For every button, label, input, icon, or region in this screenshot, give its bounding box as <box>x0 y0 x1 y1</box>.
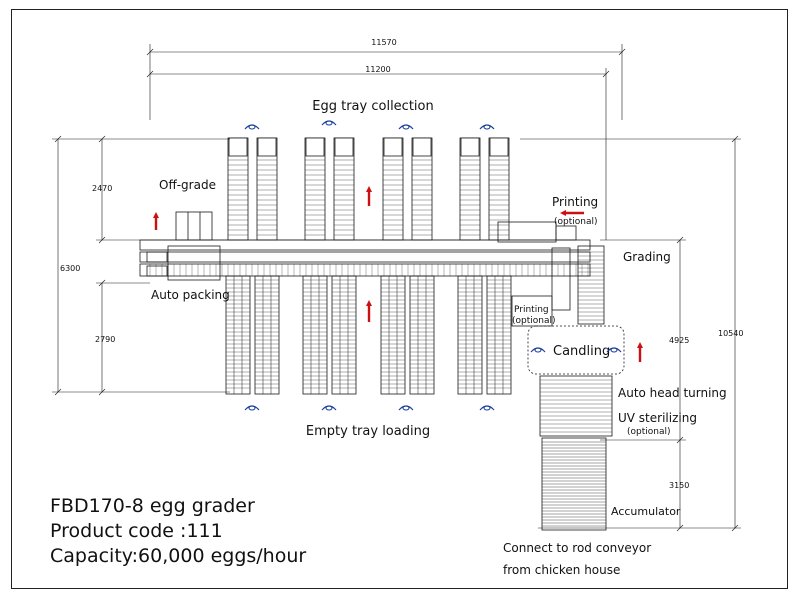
dim-right-lower: 3150 <box>669 481 689 490</box>
head-turning-unit <box>539 375 613 437</box>
label-accumulator: Accumulator <box>611 505 681 518</box>
capacity: Capacity:60,000 eggs/hour <box>50 545 307 567</box>
drawing-frame <box>11 9 788 589</box>
lower-lane-5 <box>380 275 406 395</box>
dim-tick-h-2 <box>146 70 154 78</box>
label-empty-tray-loading: Empty tray loading <box>306 424 430 439</box>
connect-note-line2: from chicken house <box>503 563 621 577</box>
printing-small-box <box>511 295 553 327</box>
label-printing-small: Printing <box>514 305 549 315</box>
dim-total-width: 11570 <box>371 38 396 47</box>
lower-lane-6 <box>409 275 435 395</box>
rotate-top-1 <box>244 124 260 130</box>
dim-tick-v-4 <box>98 279 106 287</box>
dim-tick-v-0 <box>54 135 62 143</box>
arrow-off-grade <box>153 212 159 230</box>
label-printing-small-optional: (optional) <box>512 316 556 326</box>
main-conveyor-lower <box>139 263 591 277</box>
main-conveyor-upper <box>139 239 591 251</box>
lower-lane-1 <box>225 275 251 395</box>
lane-head-4 <box>334 137 354 157</box>
lower-lane-2 <box>254 275 280 395</box>
label-auto-packing: Auto packing <box>151 288 230 302</box>
dim-inner-width: 11200 <box>365 65 390 74</box>
rotation-marks <box>244 120 622 411</box>
label-auto-head-turning: Auto head turning <box>618 386 727 400</box>
label-uv-optional: (optional) <box>627 427 671 437</box>
dim-tick-h-1 <box>618 48 626 56</box>
dim-top-section: 2470 <box>92 184 112 193</box>
lane-head-6 <box>412 137 432 157</box>
dim-tick-h-3 <box>602 70 610 78</box>
dim-tick-v-8 <box>676 236 684 244</box>
lane-head-8 <box>489 137 509 157</box>
rotate-candling-right <box>606 347 622 353</box>
product-code: Product code :111 <box>50 520 223 542</box>
machine-outline <box>139 137 625 531</box>
dim-right-upper: 4925 <box>669 336 689 345</box>
dim-bottom-section: 2790 <box>95 335 115 344</box>
dim-tick-v-6 <box>731 135 739 143</box>
rotate-top-3 <box>398 124 414 130</box>
rotate-bottom-2 <box>321 405 337 411</box>
rotate-candling-left <box>530 347 546 353</box>
auto-packing-unit <box>167 245 221 281</box>
dim-tick-v-1 <box>54 388 62 396</box>
rotate-bottom-1 <box>244 405 260 411</box>
rotate-top-2 <box>321 120 337 126</box>
lane-head-2 <box>257 137 277 157</box>
lower-lane-8 <box>486 275 512 395</box>
lane-head-3 <box>305 137 325 157</box>
lower-lane-3 <box>302 275 328 395</box>
label-candling: Candling <box>553 344 610 359</box>
dimension-lines <box>52 44 741 532</box>
dim-tick-v-3 <box>98 236 106 244</box>
rotate-top-4 <box>479 124 495 130</box>
lane-head-5 <box>383 137 403 157</box>
printing-unit-ext <box>555 225 577 241</box>
arrow-upper-flow <box>366 186 372 206</box>
grading-column-1 <box>551 247 571 311</box>
left-motor-1 <box>146 251 168 263</box>
dim-tick-v-5 <box>98 388 106 396</box>
lower-lane-4 <box>331 275 357 395</box>
model-name: FBD170-8 egg grader <box>50 495 255 517</box>
arrow-right-flow <box>637 342 643 362</box>
arrow-printing <box>560 210 584 216</box>
dim-tick-v-9 <box>676 436 684 444</box>
lane-head-7 <box>460 137 480 157</box>
main-conveyor-middle <box>139 251 591 263</box>
label-uv-sterilizing: UV sterilizing <box>618 411 697 425</box>
lower-lane-7 <box>457 275 483 395</box>
connect-note-line1: Connect to rod conveyor <box>503 541 652 555</box>
arrow-lower-flow <box>366 300 372 322</box>
dim-right-total: 10540 <box>718 329 743 338</box>
label-printing: Printing <box>552 195 598 209</box>
dim-tick-v-10 <box>676 524 684 532</box>
label-egg-tray-collection: Egg tray collection <box>312 99 433 114</box>
dim-tick-v-2 <box>98 135 106 143</box>
label-printing-optional: (optional) <box>554 217 598 227</box>
grading-column-2 <box>577 245 605 325</box>
flow-arrows <box>153 186 643 362</box>
dim-total-height: 6300 <box>60 264 80 273</box>
dim-tick-v-7 <box>731 524 739 532</box>
label-off-grade: Off-grade <box>159 178 216 192</box>
rotate-bottom-3 <box>398 405 414 411</box>
left-motor-2 <box>146 265 168 277</box>
candling-box <box>527 325 625 375</box>
off-grade-box <box>175 211 213 241</box>
dim-tick-h-0 <box>146 48 154 56</box>
rotate-bottom-4 <box>479 405 495 411</box>
lane-head-1 <box>228 137 248 157</box>
label-grading: Grading <box>623 250 671 264</box>
